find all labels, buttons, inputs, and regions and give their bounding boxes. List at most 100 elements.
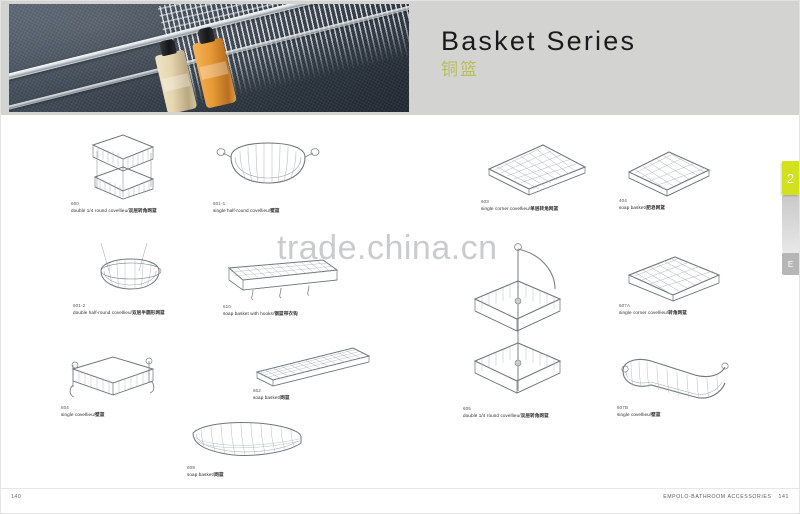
product-desc-en: single covellieu/: [61, 411, 96, 417]
product-code: 404: [619, 198, 627, 203]
product-desc-en: single corner covellieu/: [619, 309, 669, 315]
product-desc: double 1/4 round covellieu/双层转角网篮: [463, 413, 573, 420]
side-tab-section-number[interactable]: 2: [782, 161, 799, 195]
product-desc: single half-round covellieu/壁篮: [213, 208, 323, 215]
product-item[interactable]: 607A single corner covellieu/转角网篮: [619, 253, 729, 316]
product-item[interactable]: 602 soap basket/网篮: [253, 346, 373, 401]
product-illustration-610: [223, 256, 343, 304]
side-tab-gray[interactable]: [782, 195, 799, 269]
product-item[interactable]: 610 soap basket with hooks/钢篮带衣钩: [223, 256, 343, 317]
product-caption: 609 soap basket/网篮: [187, 465, 307, 478]
product-desc-en: soap basket with hooks/: [223, 310, 275, 316]
product-illustration-601-2: [73, 241, 178, 303]
product-illustration-609: [187, 419, 307, 465]
product-item[interactable]: 404 soap basket/肥皂网篮: [619, 146, 719, 211]
product-item[interactable]: 609 soap basket/网篮: [187, 419, 307, 478]
bottle-cap-icon: [159, 38, 178, 57]
product-item[interactable]: 604 single covellieu/壁篮: [61, 351, 166, 418]
bottle-cap-icon: [196, 26, 215, 45]
product-desc-en: single half-round covellieu/: [213, 207, 271, 213]
side-tab-bookmark[interactable]: E: [782, 253, 799, 275]
product-code: 600: [71, 201, 79, 206]
product-caption: 602 soap basket/网篮: [253, 388, 373, 401]
product-desc-cn: 壁篮: [270, 207, 280, 213]
product-desc-cn: 网篮: [280, 394, 290, 400]
product-illustration-404: [619, 146, 719, 198]
product-illustration-607B: [617, 353, 732, 405]
product-desc-cn: 双层转角网篮: [128, 207, 157, 213]
product-caption: 404 soap basket/肥皂网篮: [619, 198, 719, 211]
product-illustration-601-1: [213, 141, 323, 201]
product-desc: soap basket with hooks/钢篮带衣钩: [223, 311, 343, 318]
product-code: 603: [481, 199, 489, 204]
title-block: Basket Series 铜篮: [441, 27, 636, 80]
product-illustration-602: [253, 346, 373, 388]
product-desc: single covellieu/壁篮: [617, 412, 732, 419]
product-illustration-605: [463, 241, 573, 406]
page-title: Basket Series: [441, 26, 637, 56]
product-desc-en: double 1/4 round covellieu/: [463, 412, 521, 418]
product-code: 604: [61, 405, 69, 410]
product-illustration-603: [481, 141, 596, 199]
product-desc: single covellieu/壁篮: [61, 412, 166, 419]
footer-page-left: 140: [11, 494, 22, 500]
footer-divider: [1, 488, 799, 489]
product-caption: 610 soap basket with hooks/钢篮带衣钩: [223, 304, 343, 317]
product-illustration-604: [61, 351, 166, 405]
product-desc-cn: 转角网篮: [668, 309, 687, 315]
product-caption: 607A single corner covellieu/转角网篮: [619, 303, 729, 316]
bottle-label: [161, 73, 191, 92]
product-code: 609: [187, 465, 195, 470]
product-item[interactable]: 607B single covellieu/壁篮: [617, 353, 732, 418]
product-desc-cn: 网篮: [214, 471, 224, 477]
product-desc-en: soap basket/: [253, 394, 281, 400]
product-desc: double 1/4 round covellieu/双层转角网篮: [71, 208, 176, 215]
product-item[interactable]: 601-1 single half-round covellieu/壁篮: [213, 141, 323, 214]
product-desc-cn: 壁篮: [651, 411, 661, 417]
product-code: 601-2: [73, 303, 86, 308]
product-code: 610: [223, 304, 231, 309]
product-desc: double half-round covellieu/双层半圆形网篮: [73, 310, 178, 317]
product-desc-en: soap basket/: [619, 204, 647, 210]
product-desc-en: double 1/4 round covellieu/: [71, 207, 129, 213]
product-desc-cn: 肥皂网篮: [646, 204, 666, 210]
footer-page-right: 141: [778, 494, 789, 500]
page-subtitle: 铜篮: [441, 60, 479, 80]
product-caption: 603 single corner covellieu/单层转角网篮: [481, 199, 596, 212]
product-caption: 607B single covellieu/壁篮: [617, 405, 732, 418]
hero-photo: [9, 4, 409, 112]
product-desc-en: double half-round covellieu/: [73, 309, 132, 315]
product-caption: 605 double 1/4 round covellieu/双层转角网篮: [463, 406, 573, 419]
product-code: 602: [253, 388, 261, 393]
product-desc-cn: 双层半圆形网篮: [131, 309, 165, 315]
product-desc-en: single corner covellieu/: [481, 205, 531, 211]
product-item[interactable]: 605 double 1/4 round covellieu/双层转角网篮: [463, 241, 573, 419]
product-illustration-600: [71, 127, 176, 201]
product-caption: 600 double 1/4 round covellieu/双层转角网篮: [71, 201, 176, 214]
product-desc-cn: 双层转角网篮: [520, 412, 549, 418]
product-illustration-607A: [619, 253, 729, 303]
product-code: 601-1: [213, 201, 226, 206]
product-caption: 604 single covellieu/壁篮: [61, 405, 166, 418]
product-item[interactable]: 603 single corner covellieu/单层转角网篮: [481, 141, 596, 212]
product-code: 607B: [617, 405, 629, 410]
product-desc: soap basket/网篮: [253, 395, 373, 402]
product-item[interactable]: 601-2 double half-round covellieu/双层半圆形网…: [73, 241, 178, 316]
product-desc: single corner covellieu/单层转角网篮: [481, 206, 596, 213]
product-desc: single corner covellieu/转角网篮: [619, 310, 729, 317]
product-desc: soap basket/肥皂网篮: [619, 205, 719, 212]
product-caption: 601-2 double half-round covellieu/双层半圆形网…: [73, 303, 178, 316]
product-desc-en: single covellieu/: [617, 411, 652, 417]
product-caption: 601-1 single half-round covellieu/壁篮: [213, 201, 323, 214]
bottle-label: [199, 61, 229, 80]
product-item[interactable]: 600 double 1/4 round covellieu/双层转角网篮: [71, 127, 176, 214]
product-desc-en: soap basket/: [187, 471, 215, 477]
product-code: 605: [463, 406, 471, 411]
product-desc-cn: 单层转角网篮: [530, 205, 559, 211]
product-code: 607A: [619, 303, 631, 308]
product-desc-cn: 壁篮: [95, 411, 105, 417]
product-desc: soap basket/网篮: [187, 472, 307, 479]
product-desc-cn: 钢篮带衣钩: [274, 310, 298, 316]
